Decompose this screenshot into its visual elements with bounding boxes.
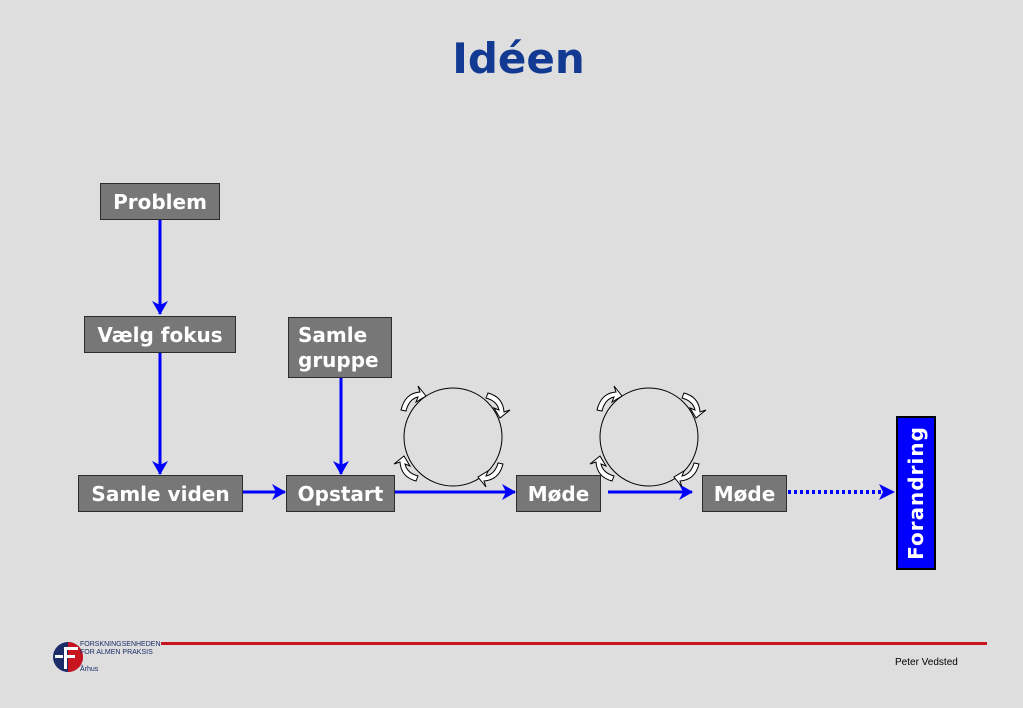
node-gather-knowledge: Samle viden [78, 475, 243, 512]
logo-text-line-2: FOR ALMEN PRAKSIS [80, 649, 153, 656]
node-problem: Problem [100, 183, 220, 220]
node-choose-focus: Vælg fokus [84, 316, 236, 353]
organization-logo: FORSKNINGSENHEDEN FOR ALMEN PRAKSIS Århu… [50, 638, 170, 678]
logo-text-line-3: Århus [80, 666, 99, 673]
node-change-label: Forandring [904, 426, 928, 560]
cycle-icon-2 [589, 385, 707, 488]
node-gather-group: Samle gruppe [288, 317, 392, 378]
cycle-icon-1 [393, 385, 511, 488]
node-meeting-1: Møde [516, 475, 601, 512]
footer-divider [161, 642, 987, 645]
slide-title: Idéen [452, 34, 585, 83]
node-meeting-2: Møde [702, 475, 787, 512]
arrow-head-change [879, 484, 895, 500]
node-start: Opstart [286, 475, 395, 512]
node-change: Forandring [896, 416, 936, 570]
author-name: Peter Vedsted [895, 657, 958, 668]
logo-text-line-1: FORSKNINGSENHEDEN [80, 641, 161, 648]
logo-emblem-icon [53, 642, 83, 672]
